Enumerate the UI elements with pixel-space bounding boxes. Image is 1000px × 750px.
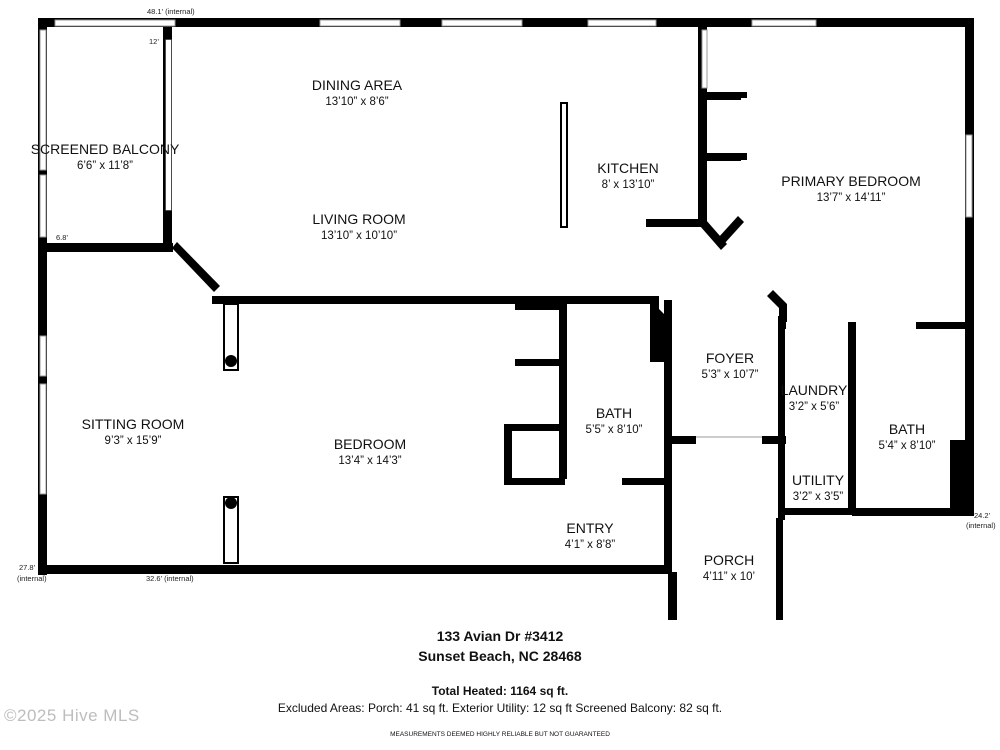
bath-2-name: BATH: [889, 421, 925, 437]
disclaimer: MEASUREMENTS DEEMED HIGHLY RELIABLE BUT …: [390, 731, 610, 738]
closet-posts: [223, 303, 239, 564]
walls: [38, 18, 974, 620]
measure-right-note: (internal): [966, 521, 996, 530]
dining-area-dims: 13’10” x 8’6”: [325, 96, 388, 108]
measure-top: 48.1’ (internal): [147, 7, 195, 16]
bedroom-dims: 13’4” x 14’3”: [338, 455, 401, 467]
total-heated: Total Heated: 1164 sq ft.: [431, 684, 569, 698]
measure-left: 27.8’: [19, 563, 36, 572]
porch-name: PORCH: [704, 552, 755, 568]
floor-plan: DINING AREA 13’10” x 8’6” LIVING ROOM 13…: [17, 7, 996, 620]
address-line-2: Sunset Beach, NC 28468: [418, 648, 582, 664]
dining-area-name: DINING AREA: [312, 77, 403, 93]
porch-dims: 4’11” x 10’: [703, 571, 755, 583]
measure-right: 24.2’: [974, 511, 991, 520]
address-line-1: 133 Avian Dr #3412: [436, 628, 564, 644]
screened-balcony-dims: 6’6” x 11’8”: [77, 160, 133, 172]
measure-balcony-top: 12’: [149, 37, 159, 46]
entry-dims: 4’1” x 8’8”: [565, 539, 616, 551]
sitting-room-name: SITTING ROOM: [82, 416, 185, 432]
porch-outline: [696, 436, 762, 438]
utility-name: UTILITY: [792, 472, 845, 488]
bath-1-name: BATH: [596, 405, 632, 421]
watermark: ©2025 Hive MLS: [4, 706, 140, 725]
screened-balcony-name: SCREENED BALCONY: [31, 141, 180, 157]
living-room-dims: 13’10” x 10’10”: [321, 230, 397, 242]
sitting-room-dims: 9’3” x 15’9”: [105, 435, 162, 447]
bath-1-dims: 5’5” x 8’10”: [586, 424, 643, 436]
measure-balcony-bottom: 6.8’: [56, 233, 68, 242]
living-room-name: LIVING ROOM: [312, 211, 405, 227]
bath-2-dims: 5’4” x 8’10”: [879, 440, 936, 452]
door-openings: [166, 40, 916, 485]
kitchen-name: KITCHEN: [597, 160, 658, 176]
kitchen-dims: 8’ x 13’10”: [602, 179, 655, 191]
laundry-dims: 3’2” x 5’6”: [789, 401, 840, 413]
excluded-areas: Excluded Areas: Porch: 41 sq ft. Exterio…: [277, 701, 723, 715]
measure-left-note: (internal): [17, 574, 47, 583]
foyer-dims: 5’3” x 10’7”: [702, 369, 759, 381]
primary-bedroom-name: PRIMARY BEDROOM: [781, 173, 921, 189]
utility-dims: 3’2” x 3’5”: [793, 491, 844, 503]
bedroom-name: BEDROOM: [334, 436, 406, 452]
laundry-name: LAUNDRY: [781, 382, 848, 398]
primary-bedroom-dims: 13’7” x 14’11”: [817, 192, 886, 204]
foyer-name: FOYER: [706, 350, 754, 366]
entry-name: ENTRY: [566, 520, 614, 536]
measure-bottom: 32.6’ (internal): [146, 574, 194, 583]
